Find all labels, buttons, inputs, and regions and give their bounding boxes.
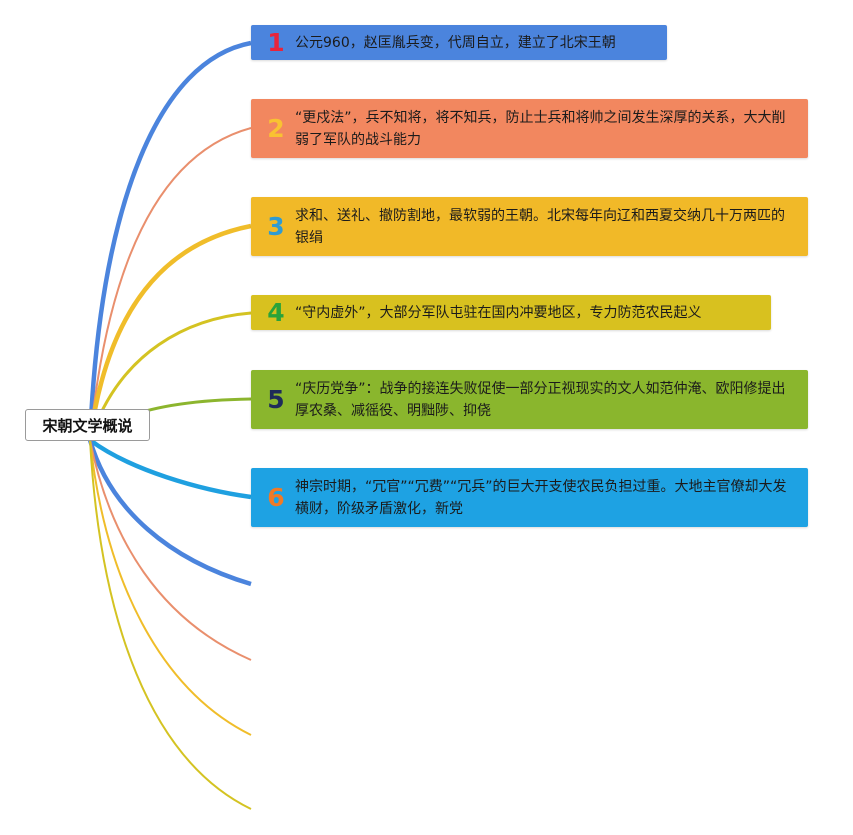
topic-text-3: 求和、送礼、撤防割地，最软弱的王朝。北宋每年向辽和西夏交纳几十万两匹的银绢 — [295, 207, 785, 246]
root-topic[interactable]: 宋朝文学概说 — [25, 409, 150, 441]
topic-text-6: 神宗时期，“冗官”“冗费”“冗兵”的巨大开支使农民负担过重。大地主官僚却大发横财… — [295, 478, 787, 517]
topic-node-3[interactable]: 3 求和、送礼、撤防割地，最软弱的王朝。北宋每年向辽和西夏交纳几十万两匹的银绢 — [251, 197, 808, 256]
topic-number-2: 2 — [267, 113, 285, 143]
topic-number-1: 1 — [267, 27, 285, 57]
topic-node-4[interactable]: 4 “守内虚外”，大部分军队屯驻在国内冲要地区，专力防范农民起义 — [251, 295, 771, 330]
topic-number-4: 4 — [267, 297, 285, 327]
topic-node-5[interactable]: 5 “庆历党争”：战争的接连失败促使一部分正视现实的文人如范仲淹、欧阳修提出厚农… — [251, 370, 808, 429]
branch-line-8 — [89, 439, 252, 661]
topic-number-3: 3 — [267, 211, 285, 241]
topic-number-5: 5 — [267, 384, 285, 414]
branch-line-2 — [89, 127, 252, 441]
topic-node-2[interactable]: 2 “更戍法”，兵不知将，将不知兵，防止士兵和将帅之间发生深厚的关系，大大削弱了… — [251, 99, 808, 158]
topic-text-2: “更戍法”，兵不知将，将不知兵，防止士兵和将帅之间发生深厚的关系，大大削弱了军队… — [295, 109, 786, 148]
topic-node-6[interactable]: 6 神宗时期，“冗官”“冗费”“冗兵”的巨大开支使农民负担过重。大地主官僚却大发… — [251, 468, 808, 527]
topic-node-1[interactable]: 1 公元960，赵匡胤兵变，代周自立，建立了北宋王朝 — [251, 25, 667, 60]
branch-line-6 — [88, 438, 252, 500]
branch-line-1 — [87, 40, 252, 441]
root-topic-label: 宋朝文学概说 — [42, 416, 133, 435]
branch-line-10 — [89, 439, 252, 810]
topic-text-1: 公元960，赵匡胤兵变，代周自立，建立了北宋王朝 — [295, 34, 616, 51]
topic-text-4: “守内虚外”，大部分军队屯驻在国内冲要地区，专力防范农民起义 — [295, 304, 702, 321]
branch-line-7 — [87, 439, 252, 587]
branch-line-3 — [87, 223, 252, 441]
topic-number-6: 6 — [267, 482, 285, 512]
branch-line-4 — [88, 311, 252, 441]
branch-line-9 — [89, 439, 252, 736]
topic-text-5: “庆历党争”：战争的接连失败促使一部分正视现实的文人如范仲淹、欧阳修提出厚农桑、… — [295, 380, 786, 419]
